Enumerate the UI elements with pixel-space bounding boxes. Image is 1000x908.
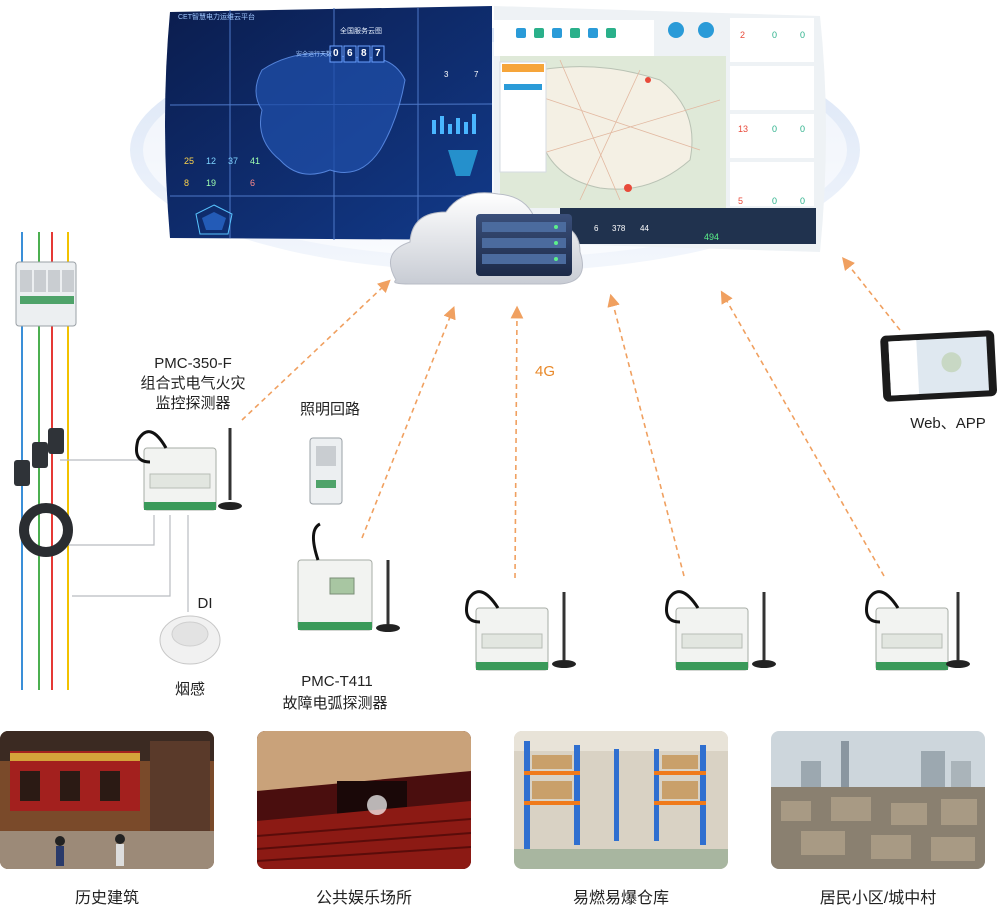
scene-caption-entertainment-venue: 公共娱乐场所	[315, 890, 412, 907]
scene-device-3	[865, 590, 970, 671]
counter-digit-2: 6	[347, 48, 353, 59]
right-stat-5: 0	[772, 196, 778, 206]
pmc350-model-label: PMC-350-F	[154, 355, 232, 372]
bottom-stat-2: 378	[612, 224, 626, 233]
bottom-stat-1: 6	[594, 224, 599, 233]
right-stat-8: 0	[772, 30, 778, 40]
dashboard-dark-panel	[165, 6, 493, 240]
pmc350-device-graphic	[135, 428, 242, 511]
lighting-circuit-label: 照明回路	[299, 401, 360, 418]
current-transformers	[14, 428, 73, 557]
dark-stat-7: 6	[250, 178, 256, 188]
dashboard-light-panel	[494, 6, 826, 252]
right-stat-7: 2	[740, 30, 746, 40]
smoke-detector-label: 烟感	[174, 681, 205, 698]
web-app-label: Web、APP	[910, 415, 986, 432]
dark-stat-5: 8	[184, 178, 190, 188]
scene-photo-warehouse	[514, 731, 728, 869]
gauge-value-1: 3	[444, 70, 449, 79]
dark-stat-3: 37	[228, 156, 239, 166]
network-4g-label: 4G	[534, 363, 555, 380]
counter-label: 安全运行天数	[296, 52, 333, 58]
gauge-value-2: 7	[474, 70, 479, 79]
di-label: DI	[197, 595, 213, 612]
smoke-detector-graphic	[159, 615, 221, 665]
scene-device-1	[465, 590, 576, 671]
right-stat-3: 0	[800, 124, 806, 134]
t411-model-label: PMC-T411	[301, 673, 373, 690]
pmc350-name-line1: 组合式电气火灾	[140, 375, 246, 392]
right-stat-9: 0	[800, 30, 806, 40]
dark-stat-2: 12	[206, 156, 217, 166]
cloud-server	[389, 192, 583, 285]
t411-name-label: 故障电弧探测器	[282, 695, 388, 712]
scene-device-2	[665, 590, 776, 671]
main-breaker	[15, 261, 77, 327]
scene-photo-entertainment-venue	[257, 731, 471, 869]
platform-title: CET智慧电力运维云平台	[178, 14, 255, 21]
bottom-stat-4: 494	[704, 232, 720, 242]
scene-caption-historic-building: 历史建筑	[74, 890, 139, 907]
lighting-breaker	[309, 437, 343, 505]
scene-photo-historic-building	[0, 731, 214, 869]
scene-photo-residential	[771, 731, 985, 869]
t411-device-graphic	[297, 522, 400, 632]
map-title: 全国服务云图	[340, 28, 382, 35]
right-stat-6: 0	[800, 196, 806, 206]
pmc350-name-line2: 监控探测器	[155, 395, 231, 412]
signal-wires	[60, 459, 189, 612]
4g-arrows	[241, 256, 901, 579]
dark-stat-6: 19	[206, 178, 217, 188]
scene-caption-warehouse: 易燃易爆仓库	[572, 890, 669, 907]
dark-stat-4: 41	[250, 156, 261, 166]
scene-caption-residential: 居民小区/城中村	[819, 890, 937, 907]
right-stat-1: 13	[738, 124, 749, 134]
right-stat-2: 0	[772, 124, 778, 134]
counter-digit-1: 0	[333, 48, 339, 59]
dark-stat-1: 25	[184, 156, 195, 166]
right-stat-4: 5	[738, 196, 744, 206]
counter-digit-4: 7	[375, 48, 381, 59]
tablet-graphic	[880, 330, 997, 402]
bottom-stat-3: 44	[640, 224, 649, 233]
counter-digit-3: 8	[361, 48, 367, 59]
